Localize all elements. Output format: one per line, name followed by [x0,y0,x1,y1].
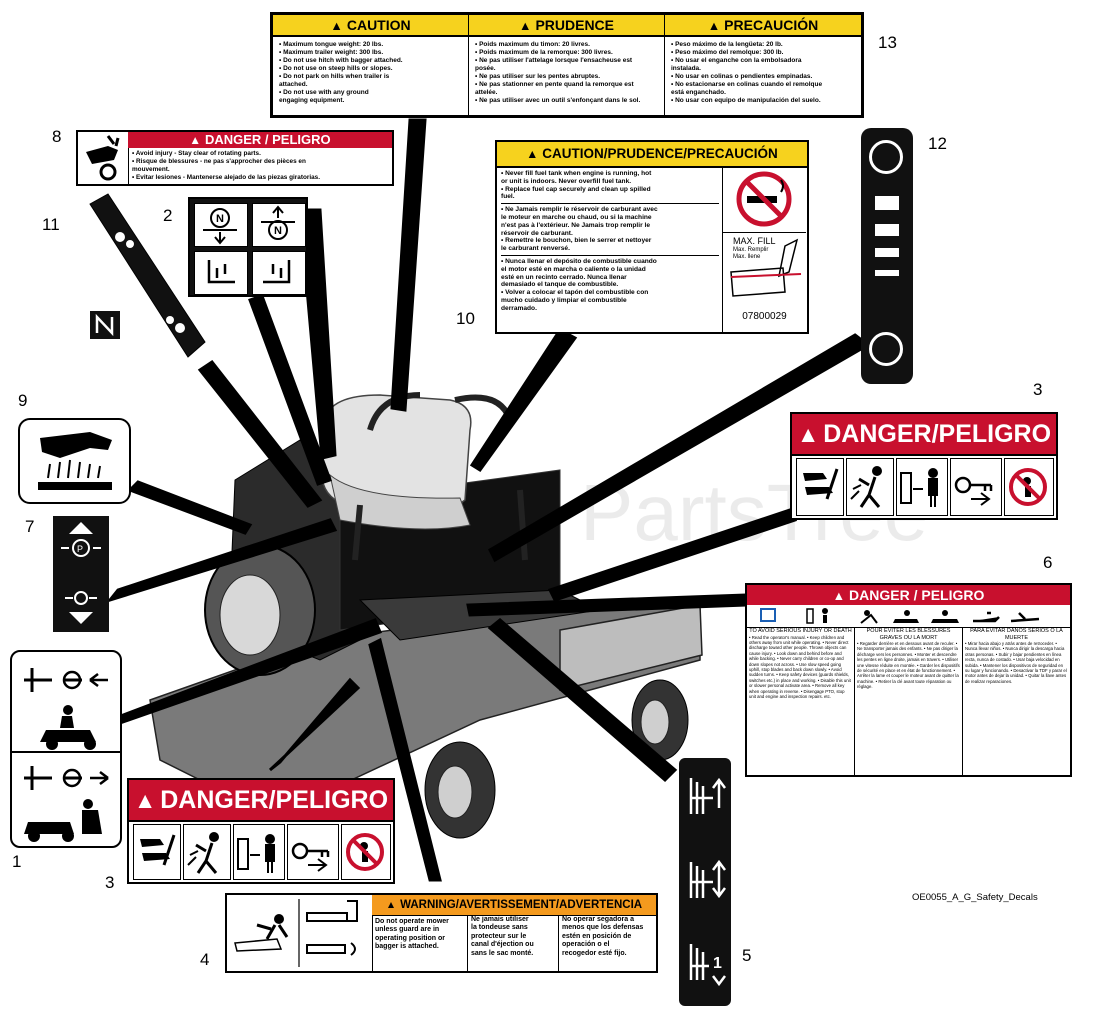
warning-triangle-icon: ▲ [707,19,721,33]
decal-13-header-fr: PRUDENCE [535,17,615,33]
decal-13-header-en: CAUTION [346,17,411,33]
decal-6-col-header-en: TO AVOID SERIOUS INJURY OR DEATH [749,628,852,634]
decal-10-part-number: 07800029 [722,302,806,332]
no-smoking-icon [722,166,806,233]
remove-key-icon [287,824,339,880]
callout-3-bottom: 3 [105,873,115,892]
decal-10-text: • Never fill fuel tank when engine is ru… [501,170,719,313]
decal-3-bottom-header: DANGER/PELIGRO [160,786,389,814]
keep-distance-icon [233,824,285,880]
decal-2-control-diagram: N N [188,197,308,297]
speed-bar-icon [875,196,899,210]
decal-6-icon-row [747,605,1070,628]
max-fill-label-fr: Max. Remplir [733,247,769,253]
speed-bar-icon [875,248,899,257]
remove-key-icon [950,458,1002,516]
decal-8-text: • Avoid injury - Stay clear of rotating … [132,150,320,181]
callout-7: 7 [25,517,35,536]
callout-3-right: 3 [1033,380,1043,399]
decal-4-header: WARNING/AVERTISSEMENT/ADVERTENCIA [400,899,643,911]
neutral-down-icon: N [194,203,248,247]
decal-6-text-fr: • Regarder derrière et en dessous avant … [857,641,960,690]
decal-6-text-es: • Mirar hacia abajo y atrás antes de ret… [965,641,1067,684]
svg-text:1: 1 [713,955,722,972]
thrown-object-icon [846,458,894,516]
decal-6-danger-instructions: ▲DANGER / PELIGRO TO AVOID SERIOUS INJUR… [745,583,1072,777]
decal-1-deck-lift [10,650,122,848]
lever-right-icon [252,251,306,295]
decal-4-discharge-warning: ▲WARNING/AVERTISSEMENT/ADVERTENCIA Do no… [225,893,658,973]
max-fill-icon: MAX. FILL Max. Remplir Max. llene [722,232,806,302]
decal-5-height-strip: 1 [679,758,731,1006]
keep-distance-icon [896,458,948,516]
decal-13-text-fr: • Poids maximum du timon: 20 livres.• Po… [475,41,641,104]
decal-7-pto-strip: P [53,516,109,632]
warning-triangle-icon: ▲ [526,147,539,161]
decal-6-col-header-es: PARA EVITAR DAÑOS SERIOS O LA MUERTE [970,628,1063,641]
callout-8: 8 [52,127,62,146]
warning-triangle-icon: ▲ [133,788,157,813]
discharge-guard-icon [227,895,373,971]
speed-bar-icon [875,224,899,236]
hand-entanglement-icon [78,132,129,184]
decal-11-small-icon [90,311,120,339]
decal-13-text-en: • Maximum tongue weight: 20 lbs.• Maximu… [279,41,403,104]
fast-speed-icon [869,140,903,174]
speed-bar-icon [875,270,899,276]
warning-triangle-icon: ▲ [189,134,201,147]
callout-4: 4 [200,950,210,969]
decal-10-fuel-caution: ▲CAUTION/PRUDENCE/PRECAUCIÓN • Never fil… [495,140,809,334]
decal-6-text-en: • Read the operator's manual. • Keep chi… [749,634,851,699]
slow-speed-icon [869,332,903,366]
no-riders-icon [341,824,391,880]
max-fill-label: MAX. FILL [733,236,776,246]
decal-11-speed-strip [89,193,206,358]
decal-8-header: DANGER / PELIGRO [204,132,331,147]
callout-13: 13 [878,33,897,52]
foot-cut-icon [796,458,844,516]
warning-triangle-icon: ▲ [385,900,397,911]
warning-triangle-icon: ▲ [330,19,343,33]
decal-13-text-es: • Peso máximo de la lengüeta: 20 lb.• Pe… [671,41,823,104]
decal-3-danger-right: ▲DANGER/PELIGRO [790,412,1058,520]
deck-lift-icon [12,668,120,842]
decal-13-header-es: PRECAUCIÓN [724,17,819,33]
decal-9-hot-surface [18,418,131,504]
neutral-up-icon: N [252,203,306,247]
svg-text:P: P [77,544,83,554]
warning-triangle-icon: ▲ [832,589,846,603]
callout-2: 2 [163,206,173,225]
callout-11: 11 [42,215,60,234]
decal-13-hitch-caution: ▲CAUTION • Maximum tongue weight: 20 lbs… [270,12,864,118]
callout-9: 9 [18,391,28,410]
decal-8-rotating-parts: ▲DANGER / PELIGRO • Avoid injury - Stay … [76,130,394,186]
figure-id: OE0055_A_G_Safety_Decals [912,892,1038,903]
foot-cut-icon [133,824,181,880]
decal-3-right-header: DANGER/PELIGRO [823,420,1052,448]
warning-triangle-icon: ▲ [518,19,532,33]
callout-6: 6 [1043,553,1053,572]
max-fill-label-es: Max. llene [733,254,761,260]
decal-6-col-header-fr: POUR EVITER LES BLESSURES GRAVES OU LA M… [866,628,951,641]
callout-1: 1 [12,852,22,871]
warning-triangle-icon: ▲ [796,422,820,447]
thrown-object-icon [183,824,231,880]
callout-5: 5 [742,946,752,965]
decal-10-header: CAUTION/PRUDENCE/PRECAUCIÓN [542,146,778,161]
decal-6-header: DANGER / PELIGRO [849,587,985,603]
svg-text:N: N [216,213,224,225]
callout-12: 12 [928,134,947,153]
callout-10: 10 [456,309,475,328]
hot-surface-icon [38,432,112,490]
lever-left-icon [194,251,248,295]
svg-text:N: N [274,225,282,237]
decal-12-throttle-strip [861,128,913,384]
no-riders-icon [1004,458,1054,516]
decal-3-danger-bottom: ▲DANGER/PELIGRO [127,778,395,884]
